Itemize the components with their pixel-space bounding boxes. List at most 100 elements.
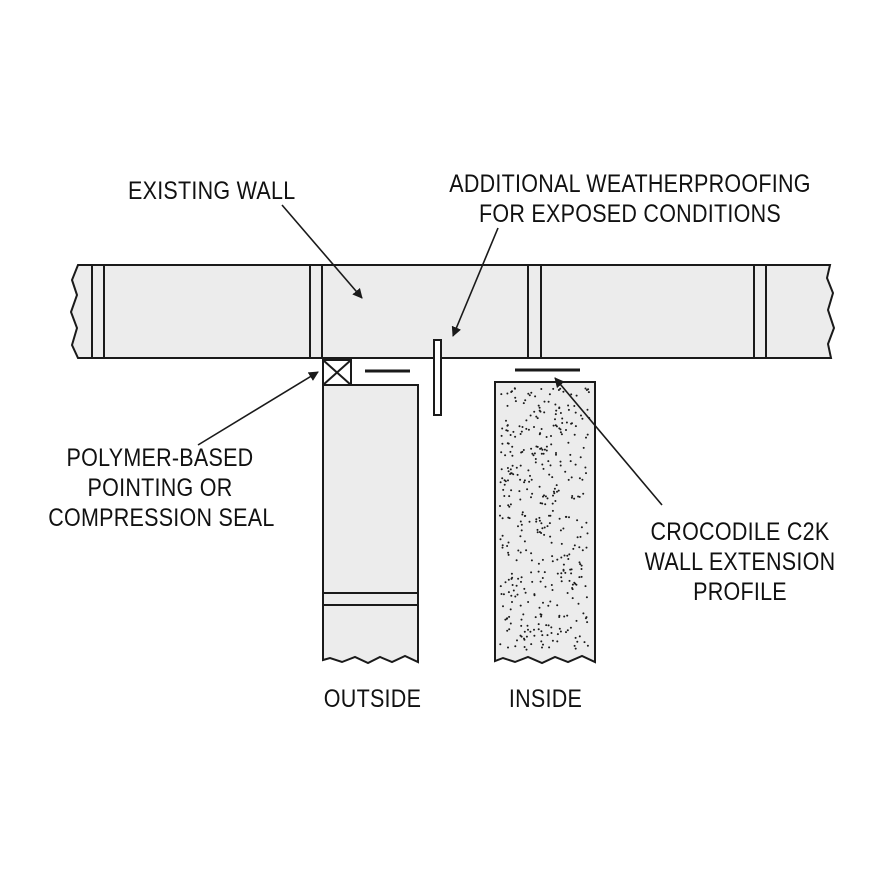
stipple-dot [578, 576, 581, 579]
stipple-dot [531, 452, 534, 455]
stipple-dot [538, 531, 541, 533]
stipple-dot [585, 596, 588, 599]
stipple-dot [567, 558, 570, 560]
outside-wall-joint [323, 592, 418, 606]
stipple-dot [558, 627, 561, 630]
stipple-dot [579, 535, 582, 538]
stipple-dot [514, 387, 516, 390]
stipple-dot [515, 559, 518, 562]
stipple-dot [550, 632, 553, 634]
stipple-dot [550, 584, 553, 586]
stipple-dot [586, 644, 589, 647]
stipple-dot [558, 427, 561, 430]
stipple-dot [559, 460, 562, 463]
stipple-dot [580, 575, 583, 578]
stipple-dot [501, 544, 504, 547]
stipple-dot [509, 622, 512, 625]
stipple-dot [524, 591, 527, 594]
stipple-dot [510, 594, 513, 597]
stipple-dot [541, 646, 543, 649]
stipple-dot [542, 452, 545, 455]
stipple-dot [517, 525, 519, 528]
stipple-dot [586, 621, 589, 624]
stipple-dot [518, 425, 521, 428]
stipple-dot [504, 618, 507, 621]
outside-wall-leaf [322, 384, 419, 665]
stipple-dot [540, 522, 543, 525]
stipple-dot [523, 481, 526, 484]
stipple-dot [543, 400, 546, 403]
stipple-dot [576, 536, 579, 539]
stipple-dot [565, 515, 568, 518]
stipple-dot [527, 601, 530, 603]
stipple-dot [508, 495, 511, 498]
stipple-dot [534, 458, 537, 460]
stipple-dot [584, 585, 587, 588]
weatherproofing-label: ADDITIONAL WEATHERPROOFING FOR EXPOSED C… [449, 170, 811, 228]
stipple-dot [530, 447, 533, 450]
stipple-dot [573, 544, 576, 547]
stipple-dot [570, 393, 573, 396]
stipple-dot [516, 639, 518, 642]
stipple-dot [577, 495, 580, 498]
stipple-dot [518, 490, 521, 493]
stipple-dot [585, 546, 588, 549]
stipple-dot [530, 559, 533, 562]
stipple-dot [537, 623, 540, 626]
stipple-dot [542, 643, 544, 646]
stipple-dot [577, 602, 580, 605]
c2k-profile-label: CROCODILE C2K WALL EXTENSION PROFILE [644, 518, 836, 606]
stipple-dot [583, 641, 586, 644]
stipple-dot [519, 551, 522, 554]
stipple-dot [532, 454, 535, 457]
stipple-dot [519, 634, 522, 637]
stipple-dot [538, 519, 541, 522]
stipple-dot [580, 526, 583, 529]
stipple-dot [533, 410, 536, 413]
existing-wall [69, 264, 836, 359]
stipple-dot [499, 505, 501, 507]
stipple-dot [566, 592, 569, 594]
stipple-dot [559, 412, 562, 414]
stipple-dot [570, 568, 573, 571]
stipple-dot [540, 613, 543, 616]
stipple-dot [527, 469, 530, 472]
stipple-dot [576, 519, 579, 522]
stipple-dot [508, 505, 511, 508]
stipple-dot [509, 434, 512, 436]
stipple-dot [580, 564, 583, 567]
stipple-dot [558, 406, 561, 409]
stipple-dot [500, 434, 503, 437]
stipple-dot [541, 634, 544, 637]
stipple-dot [543, 571, 546, 574]
stipple-dot [507, 551, 510, 554]
outside-label: OUTSIDE [323, 685, 422, 713]
stipple-dot [529, 474, 531, 477]
profile-leader [554, 377, 663, 506]
stipple-dot [571, 495, 574, 497]
stipple-dot [514, 645, 517, 648]
stipple-dot [544, 503, 547, 506]
stipple-dot [510, 572, 513, 575]
stipple-dot [579, 563, 582, 566]
leader-lines [197, 204, 663, 506]
stipple-dot [540, 428, 543, 430]
stipple-dot [585, 389, 588, 391]
stipple-dot [541, 463, 544, 466]
stipple-dot [516, 593, 519, 596]
stipple-dot [571, 597, 574, 600]
stipple-dot [499, 514, 501, 517]
stipple-dot [511, 464, 514, 467]
stipple-dot [547, 460, 550, 463]
stipple-dot [571, 422, 573, 425]
stipple-dot [510, 489, 513, 492]
stipple-dot [585, 521, 588, 524]
stipple-dot [555, 453, 557, 456]
stipple-dot [567, 441, 570, 444]
stipple-dot [578, 477, 581, 480]
stipple-dot [559, 464, 562, 467]
stipple-dot [561, 422, 564, 424]
stipple-dot [534, 395, 537, 398]
stipple-dot [564, 470, 567, 473]
stipple-dot [506, 467, 509, 469]
